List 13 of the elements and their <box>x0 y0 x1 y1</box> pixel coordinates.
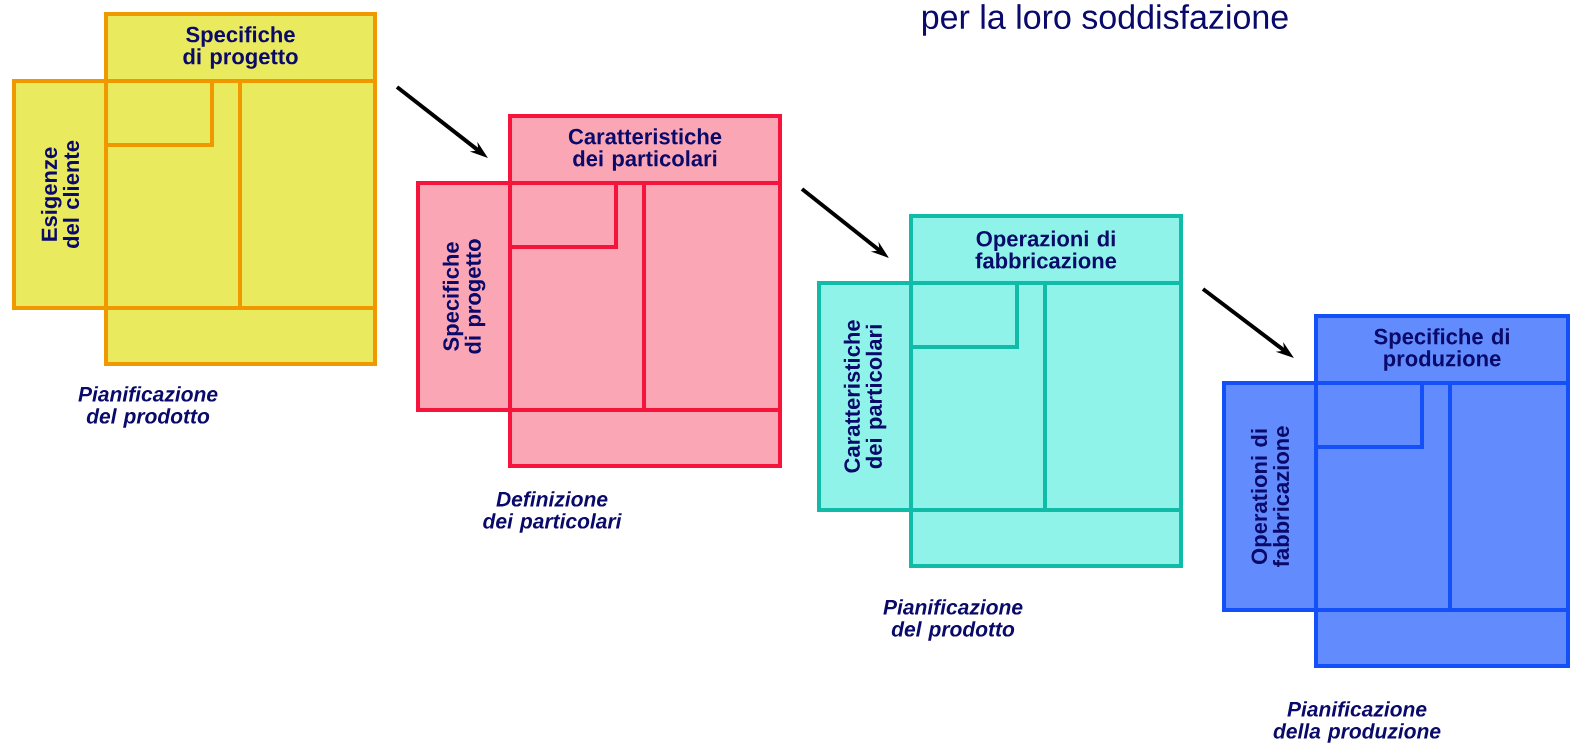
side-box: Specifiche di progetto <box>416 181 512 412</box>
side-box: Esigenze del cliente <box>12 79 108 310</box>
heading-text: per la loro soddisfazione <box>922 4 1288 36</box>
header-box: Caratteristiche dei particolari <box>508 114 782 185</box>
caption-text: Definizione dei particolari <box>483 491 622 533</box>
header-box: Specifiche di produzione <box>1314 314 1570 385</box>
caption-text: Pianificazione della produzione <box>1273 701 1441 743</box>
side-box: Caratteristiche dei particolari <box>817 281 913 512</box>
header-box: Specifiche di progetto <box>104 12 377 83</box>
side-box: Operationi di fabbricazione <box>1222 381 1318 612</box>
header-box: Operazioni di fabbricazione <box>909 214 1183 285</box>
caption-text: Pianificazione del prodotto <box>883 599 1023 641</box>
caption-text: Pianificazione del prodotto <box>78 386 218 428</box>
